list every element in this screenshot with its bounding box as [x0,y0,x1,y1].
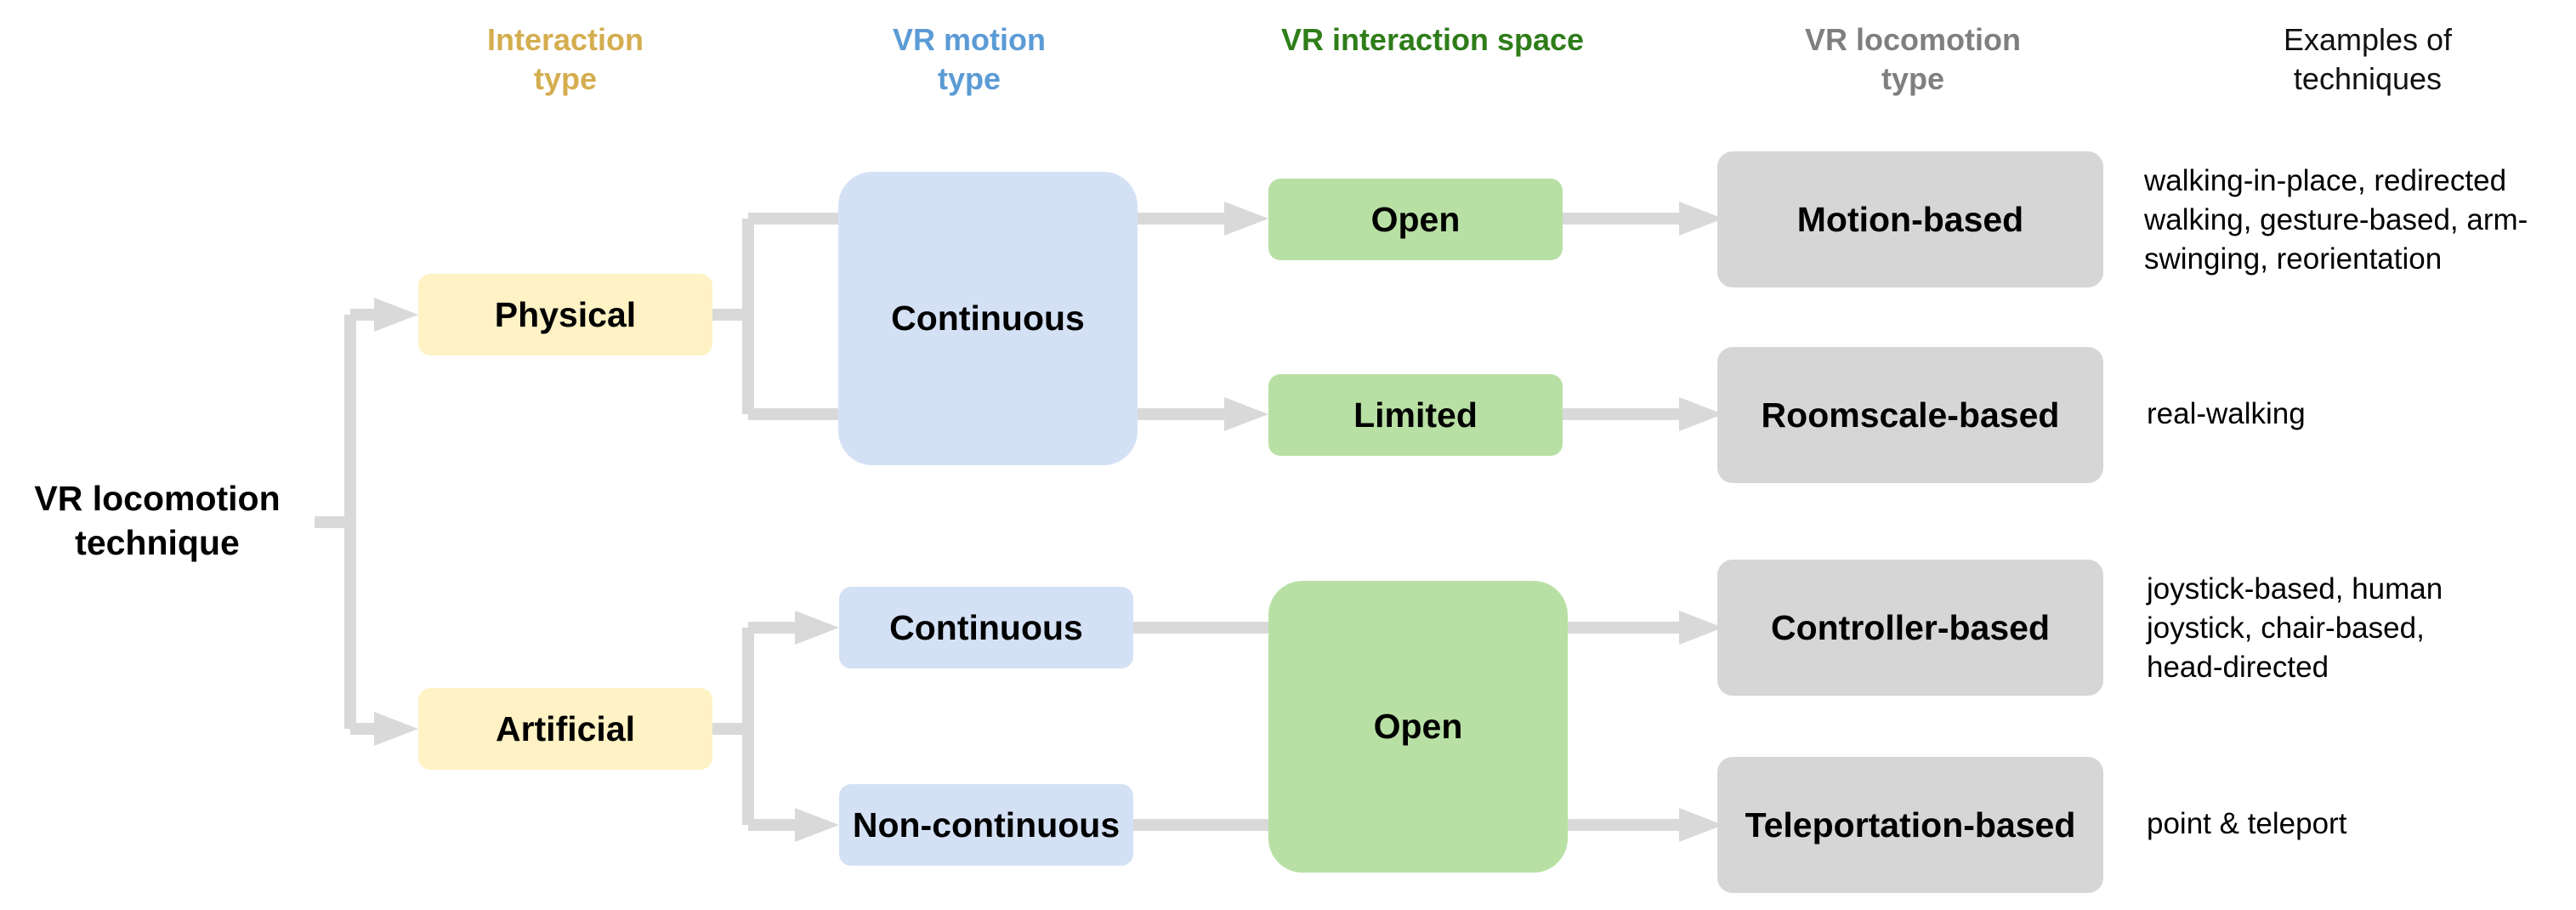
arrowhead-artificial-noncontinuous [795,808,839,842]
arrowhead-artificial [374,712,418,746]
header-interaction-type: Interaction type [486,22,644,96]
arrowhead-motion [1679,202,1723,236]
examples-teleportation-based: point & teleport [2147,807,2347,840]
node-motion-based: Motion-based [1717,151,2103,287]
node-roomscale-based: Roomscale-based [1717,347,2103,483]
root-node: VR locomotion technique [34,479,281,562]
arrowhead-artificial-continuous [795,611,839,645]
examples-controller-based: joystick-based, human joystick, chair-ba… [2147,572,2443,684]
node-physical-limited: Limited [1268,374,1563,456]
header-vr-locomotion-type: VR locomotion type [1805,22,2021,96]
node-artificial-continuous: Continuous [839,587,1133,668]
header-vr-interaction-space: VR interaction space [1280,22,1585,57]
examples-motion-based: walking-in-place, redirected walking, ge… [2144,164,2528,276]
node-teleportation-based: Teleportation-based [1717,757,2103,893]
arrowhead-physical [374,298,418,332]
arrowhead-physical-limited [1224,397,1268,431]
node-controller-based: Controller-based [1717,560,2103,696]
node-artificial-noncontinuous: Non-continuous [839,784,1133,866]
node-physical-open: Open [1268,179,1563,260]
node-physical-continuous: Continuous [838,172,1138,465]
header-examples: Examples of techniques [2283,22,2453,96]
examples-roomscale-based: real-walking [2147,397,2306,430]
header-vr-motion-type: VR motion type [893,22,1046,96]
arrowhead-physical-open [1224,202,1268,236]
arrowhead-controller [1679,611,1723,645]
arrowhead-teleportation [1679,808,1723,842]
node-artificial: Artificial [418,688,712,770]
node-physical: Physical [418,274,712,355]
node-artificial-open: Open [1268,581,1568,873]
arrowhead-roomscale [1679,397,1723,431]
